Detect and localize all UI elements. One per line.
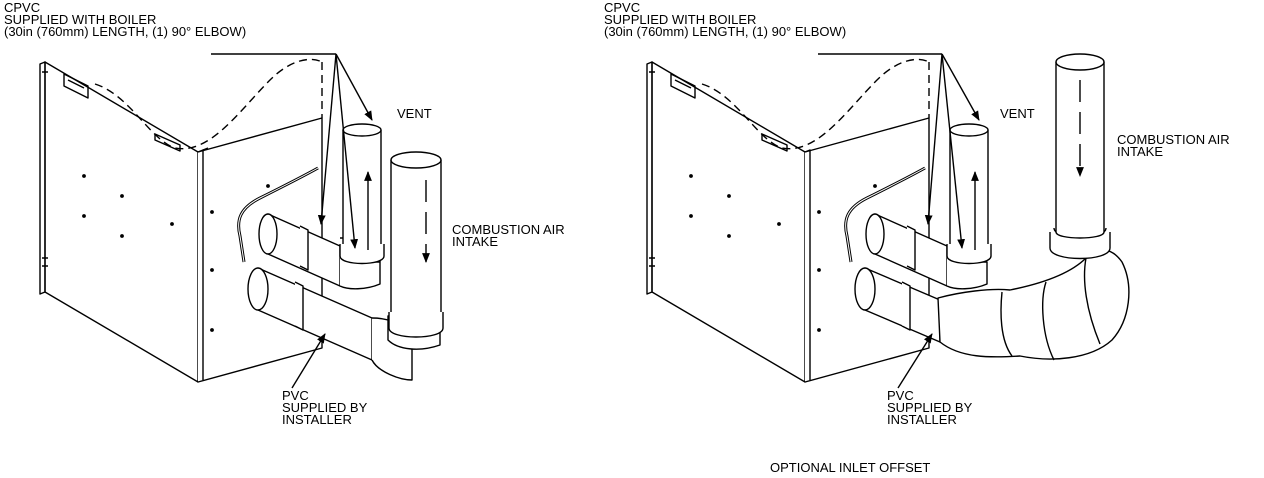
left-cpvc-label: CPVC SUPPLIED WITH BOILER (30in (760mm) …	[4, 0, 247, 39]
right-pvc-label: PVC SUPPLIED BY INSTALLER	[887, 388, 973, 427]
left-intake-line-2: INTAKE	[452, 234, 498, 249]
left-vent-text: VENT	[397, 106, 432, 121]
right-caption: OPTIONAL INLET OFFSET	[770, 460, 931, 475]
right-intake-line-1: COMBUSTION AIR	[1117, 132, 1230, 147]
left-pvc-line-3: INSTALLER	[282, 412, 352, 427]
right-pvc-line-2: SUPPLIED BY	[887, 400, 973, 415]
left-vent-label: VENT	[397, 106, 432, 121]
left-intake-line-1: COMBUSTION AIR	[452, 222, 565, 237]
right-pvc-offset-pipe	[854, 227, 1130, 361]
left-pvc-line-1: PVC	[282, 388, 309, 403]
right-boiler-illustration	[646, 53, 1130, 389]
left-cpvc-leaders	[211, 53, 373, 249]
right-intake-line-2: INTAKE	[1117, 144, 1163, 159]
left-cpvc-line-2: SUPPLIED WITH BOILER	[4, 12, 157, 27]
right-cpvc-leaders	[818, 53, 980, 249]
right-vent-label: VENT	[1000, 106, 1035, 121]
left-boiler-illustration	[39, 53, 444, 389]
right-cpvc-vent-pipe	[865, 213, 988, 290]
right-vent-riser	[946, 123, 992, 265]
left-vent-riser	[339, 123, 385, 265]
left-cpvc-line-1: CPVC	[4, 0, 41, 15]
left-intake-riser	[388, 151, 444, 338]
right-cpvc-line-3: (30in (760mm) LENGTH, (1) 90° ELBOW)	[604, 24, 847, 39]
right-intake-label: COMBUSTION AIR INTAKE	[1117, 132, 1230, 159]
left-cpvc-line-3: (30in (760mm) LENGTH, (1) 90° ELBOW)	[4, 24, 247, 39]
right-pvc-line-3: INSTALLER	[887, 412, 957, 427]
left-pvc-line-2: SUPPLIED BY	[282, 400, 368, 415]
right-cpvc-line-1: CPVC	[604, 0, 641, 15]
right-cpvc-line-2: SUPPLIED WITH BOILER	[604, 12, 757, 27]
left-pvc-label: PVC SUPPLIED BY INSTALLER	[282, 388, 368, 427]
right-caption-text: OPTIONAL INLET OFFSET	[770, 460, 931, 475]
right-cpvc-label: CPVC SUPPLIED WITH BOILER (30in (760mm) …	[604, 0, 847, 39]
left-intake-label: COMBUSTION AIR INTAKE	[452, 222, 565, 249]
right-pvc-leader	[897, 333, 933, 389]
left-pvc-leader	[291, 333, 326, 389]
right-vent-text: VENT	[1000, 106, 1035, 121]
right-pvc-line-1: PVC	[887, 388, 914, 403]
